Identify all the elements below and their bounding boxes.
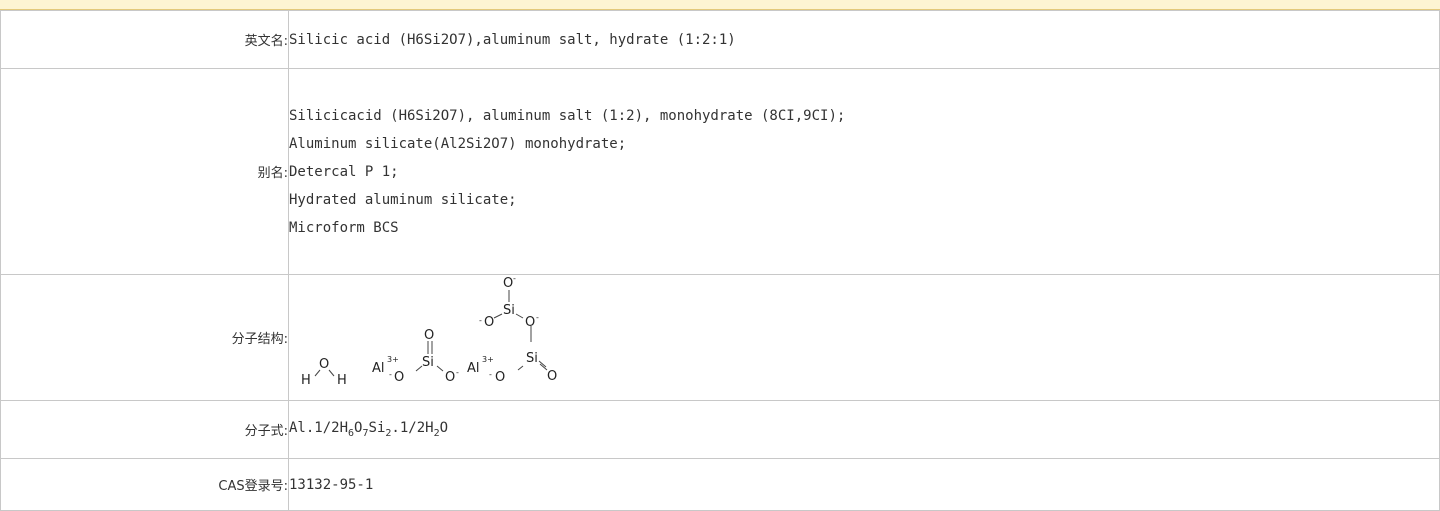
charge-label: - <box>489 370 492 379</box>
structure-label: 分子结构: <box>0 274 289 401</box>
formula-subscript: 2 <box>433 427 440 439</box>
atom-label: O <box>525 315 535 330</box>
atom-label: O <box>394 370 404 385</box>
alias-item: Microform BCS <box>289 219 399 236</box>
alias-item: Hydrated aluminum silicate; <box>289 191 517 208</box>
formula-part: .1/2H <box>391 420 434 437</box>
atom-label: O <box>319 357 329 372</box>
atom-label: Al <box>372 361 385 376</box>
structure-cell: O - Si - O O - Si O H O H Al 3+ O Si - O… <box>288 274 1440 401</box>
charge-label: - <box>456 368 459 377</box>
english-name-label: 英文名: <box>0 10 289 69</box>
aliases-label: 别名: <box>0 68 289 275</box>
atom-label: O <box>547 369 557 384</box>
atom-label: O <box>424 328 434 343</box>
row-formula: 分子式: Al.1/2H6O7Si2.1/2H2O <box>0 400 1440 459</box>
atom-label: Al <box>467 361 480 376</box>
formula-subscript: 6 <box>348 427 355 439</box>
formula-part: O <box>354 420 363 437</box>
atom-label: H <box>337 373 347 388</box>
charge-label: 3+ <box>482 355 494 364</box>
charge-label: 3+ <box>387 355 399 364</box>
formula-part: O <box>439 420 449 437</box>
atom-label: Si <box>422 355 434 370</box>
alias-item: Silicicacid (H6Si2O7), aluminum salt (1:… <box>289 107 846 124</box>
formula-part: Al.1/2H <box>289 420 349 437</box>
charge-label: - <box>536 313 539 322</box>
atom-label: O <box>503 276 513 291</box>
atom-label: O <box>445 370 455 385</box>
formula-label: 分子式: <box>0 400 289 459</box>
cas-number: 13132-95-1 <box>288 458 1440 511</box>
molecular-structure-diagram: O - Si - O O - Si O H O H Al 3+ O Si - O… <box>301 274 557 388</box>
alias-item: Detercal P 1; <box>289 163 399 180</box>
row-structure: 分子结构: <box>0 274 1440 401</box>
top-banner <box>0 0 1440 10</box>
charge-label: - <box>513 276 516 283</box>
atom-label: O <box>495 370 505 385</box>
row-aliases: 别名: Silicicacid (H6Si2O7), aluminum salt… <box>0 68 1440 275</box>
molecular-formula: Al.1/2H6O7Si2.1/2H2O <box>288 400 1440 459</box>
cas-label: CAS登录号: <box>0 458 289 511</box>
compound-info-table: 英文名: Silicic acid (H6Si2O7),aluminum sal… <box>0 10 1440 511</box>
atom-label: Si <box>526 351 538 366</box>
formula-part: Si <box>368 420 386 437</box>
row-cas: CAS登录号: 13132-95-1 <box>0 458 1440 511</box>
atom-label: Si <box>503 303 515 318</box>
charge-label: - <box>389 370 392 379</box>
formula-subscript: 2 <box>385 427 392 439</box>
formula-subscript: 7 <box>362 427 369 439</box>
atom-label: H <box>301 373 311 388</box>
atom-label: O <box>484 315 494 330</box>
charge-label: - <box>479 316 482 325</box>
english-name-value: Silicic acid (H6Si2O7),aluminum salt, hy… <box>288 10 1440 69</box>
row-english-name: 英文名: Silicic acid (H6Si2O7),aluminum sal… <box>0 10 1440 69</box>
aliases-list: Silicicacid (H6Si2O7), aluminum salt (1:… <box>288 68 1440 275</box>
alias-item: Aluminum silicate(Al2Si2O7) monohydrate; <box>289 135 627 152</box>
